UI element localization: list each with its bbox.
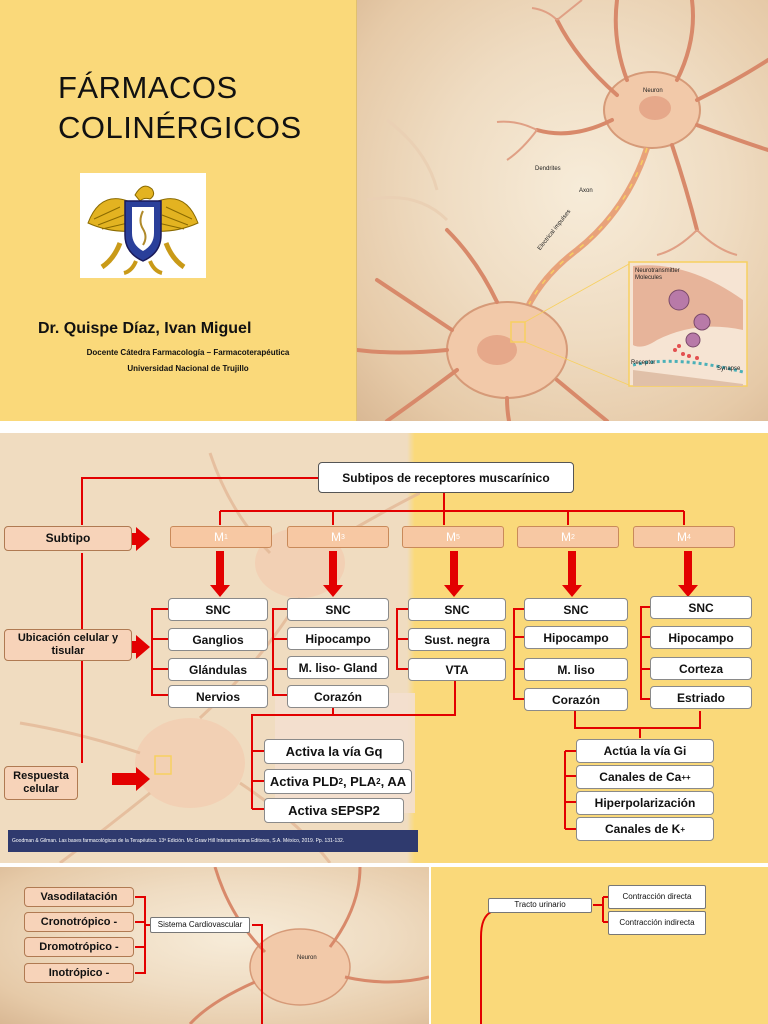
diagram-title: Subtipos de receptores muscarínico [318,462,574,493]
m4-location-estriado: Estriado [650,686,752,709]
m1-location-glandulas: Glándulas [168,658,268,681]
subtype-m4-name: M [677,530,688,544]
dendrites-label: Dendrites [535,166,561,172]
subtype-m2-sub: 2 [571,533,575,541]
organ-tracto-urinario: Tracto urinario [488,898,592,913]
m5-location-snc: SNC [408,598,506,621]
response-k-sup: + [680,824,686,834]
m4-location-snc: SNC [650,596,752,619]
receptor-diagram-slide: Subtipos de receptores muscarínico Subti… [0,433,768,863]
response-sepsp2: Activa sEPSP2 [264,798,404,823]
subtype-m2-name: M [561,530,572,544]
author-university: Universidad Nacional de Trujillo [127,364,249,373]
response-pld-sub2: 2 [376,777,381,786]
m3-location-snc: SNC [287,598,389,621]
response-pld-c: , AA [380,774,407,789]
cardio-neuron-label: Neuron [297,955,317,961]
m2-location-m-liso: M. liso [524,658,628,681]
response-pld-sub1: 2 [338,777,343,786]
neuron-slide: Neuron Dendrites Axon Electrical impulse… [357,0,768,421]
m1-location-ganglios: Ganglios [168,628,268,651]
system-cardiovascular: Sistema Cardiovascular [150,917,250,933]
response-ca-channels: Canales de Ca++ [576,765,714,789]
subtype-m5-name: M [446,530,457,544]
response-k-channels: Canales de K+ [576,817,714,841]
receptor-label: Receptor [631,360,656,366]
title-line-2: COLINÉRGICOS [58,110,302,146]
synapse-label: Synapse [717,366,741,372]
m2-location-snc: SNC [524,598,628,621]
m3-location-m-liso-gland: M. liso- Gland [287,656,389,679]
urinary-connectors [480,896,608,1024]
subtype-m4-sub: 4 [687,533,691,541]
effect-contraccion-directa: Contracción directa [608,885,706,909]
slide-title: FÁRMACOS COLINÉRGICOS [58,68,318,149]
neuron-illustration [357,0,768,421]
response-ca-label: Canales de Ca [599,770,682,784]
effect-inotropico: Inotrópico - [24,963,134,983]
effect-contraccion-indirecta: Contracción indirecta [608,911,706,935]
m5-location-vta: VTA [408,658,506,681]
response-hiperpolarizacion: Hiperpolarización [576,791,714,815]
m2-location-hipocampo: Hipocampo [524,626,628,649]
response-gi: Actúa la vía Gi [576,739,714,763]
author-name: Dr. Quispe Díaz, Ivan Miguel [38,320,252,337]
subtipo-label: Subtipo [4,526,132,551]
neurotransmitter-label: Neurotransmitter Molecules [635,268,680,281]
response-ca-sup: ++ [681,772,691,782]
effect-vasodilatacion: Vasodilatación [24,887,134,907]
author-position: Docente Cátedra Farmacología – Farmacote… [86,348,290,357]
response-pld-b: , PLA [342,774,377,789]
subtype-m5-sub: 5 [456,533,460,541]
m3-location-hipocampo: Hipocampo [287,627,389,650]
response-gq: Activa la vía Gq [264,739,404,764]
subtype-m3-sub: 3 [341,533,345,541]
m4-location-corteza: Corteza [650,657,752,680]
response-pld-a: Activa PLD [269,774,339,789]
ubicacion-label: Ubicación celular y tisular [4,629,132,661]
title-slide: FÁRMACOS COLINÉRGICOS Dr. Quispe Díaz, I… [0,0,357,421]
m3-location-corazon: Corazón [287,685,389,708]
urinary-slide: Tracto urinario Contracción directa Cont… [431,867,768,1024]
subtype-m1-sub: 1 [224,533,228,541]
response-k-label: Canales de K [604,822,681,836]
effect-dromotropico: Dromotrópico - [24,937,134,957]
m4-location-hipocampo: Hipocampo [650,626,752,649]
neuron-label: Neuron [643,88,663,94]
cardio-backdrop [135,867,429,1024]
effect-cronotropico: Cronotrópico - [24,912,134,932]
citation: Goodman & Gilman. Las bases farmacológic… [8,830,418,852]
cardiovascular-slide: Neuron Vasodilatación Cronotrópico - Dro… [0,867,429,1024]
respuesta-label: Respuesta celular [4,766,78,800]
subtype-m1-name: M [214,530,225,544]
m1-location-snc: SNC [168,598,268,621]
m2-location-corazon: Corazón [524,688,628,711]
subtype-m3-name: M [331,530,342,544]
m5-location-sust-negra: Sust. negra [408,628,506,651]
university-logo [80,173,206,278]
title-line-1: FÁRMACOS [58,70,238,105]
m1-location-nervios: Nervios [168,685,268,708]
axon-label: Axon [579,188,593,194]
